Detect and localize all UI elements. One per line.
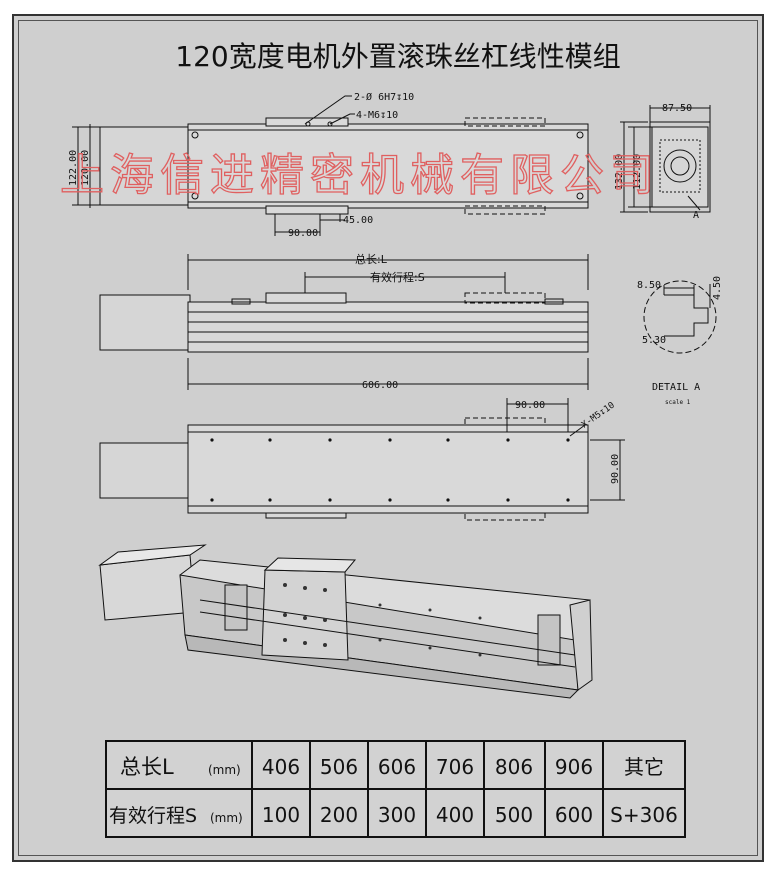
detail-scale: scale 1 [665, 399, 691, 406]
top-view [72, 95, 711, 236]
drawing-title: 120宽度电机外置滚珠丝杠线性模组 [175, 40, 620, 73]
dim-side-90: 90.00 [610, 454, 621, 484]
dim-pitch-90: 90.00 [288, 228, 318, 239]
row1-unit: (mm) [208, 763, 241, 777]
dim-detail-4-5: 4.50 [712, 276, 723, 300]
isometric-holes [283, 583, 482, 657]
row2-value-2: 200 [320, 803, 358, 827]
row1-value-2: 506 [320, 755, 358, 779]
dim-end-112: 112.00 [632, 154, 643, 190]
isometric-view [98, 544, 593, 699]
bottom-view [99, 398, 625, 521]
row1-value-6: 906 [555, 755, 593, 779]
row2-value-7: S+306 [610, 803, 678, 827]
row2-label: 有效行程S [109, 805, 197, 827]
row1-value-5: 806 [495, 755, 533, 779]
row1-label: 总长L [120, 755, 174, 779]
spec-table [105, 740, 686, 838]
dim-total-length: 总长:L [355, 252, 388, 266]
row1-value-3: 606 [378, 755, 416, 779]
row1-value-4: 706 [436, 755, 474, 779]
row2-unit: (mm) [210, 811, 243, 825]
detail-label: DETAIL A [652, 382, 700, 393]
dim-width-122: 122.00 [68, 150, 79, 186]
end-view-ref: A [693, 210, 699, 221]
row2-value-1: 100 [262, 803, 300, 827]
row2-value-3: 300 [378, 803, 416, 827]
dim-stroke: 有效行程:S [370, 270, 425, 284]
company-watermark: 上海信进精密机械有限公司 [60, 150, 660, 201]
dim-width-120: 120.00 [80, 150, 91, 186]
row2-value-5: 500 [495, 803, 533, 827]
dim-hole-thread: 4-M6↧10 [356, 110, 398, 121]
dim-length-606: 606.00 [362, 380, 398, 391]
dim-detail-5-3: 5.30 [642, 335, 666, 346]
dim-bottom-thread: X-M5↧10 [580, 401, 617, 431]
row2-value-6: 600 [555, 803, 593, 827]
dim-bottom-90: 90.00 [515, 400, 545, 411]
bottom-holes [210, 438, 570, 502]
row1-value-7: 其它 [624, 755, 664, 779]
side-view [99, 254, 717, 390]
dim-detail-8-5: 8.50 [637, 280, 661, 291]
dim-hole-pin: 2-Ø 6H7↧10 [354, 91, 414, 103]
dim-pitch-45: 45.00 [343, 215, 373, 226]
row2-value-4: 400 [436, 803, 474, 827]
dim-end-132: 132.00 [614, 154, 625, 190]
dim-end-87-5: 87.50 [662, 103, 692, 114]
row1-value-1: 406 [262, 755, 300, 779]
